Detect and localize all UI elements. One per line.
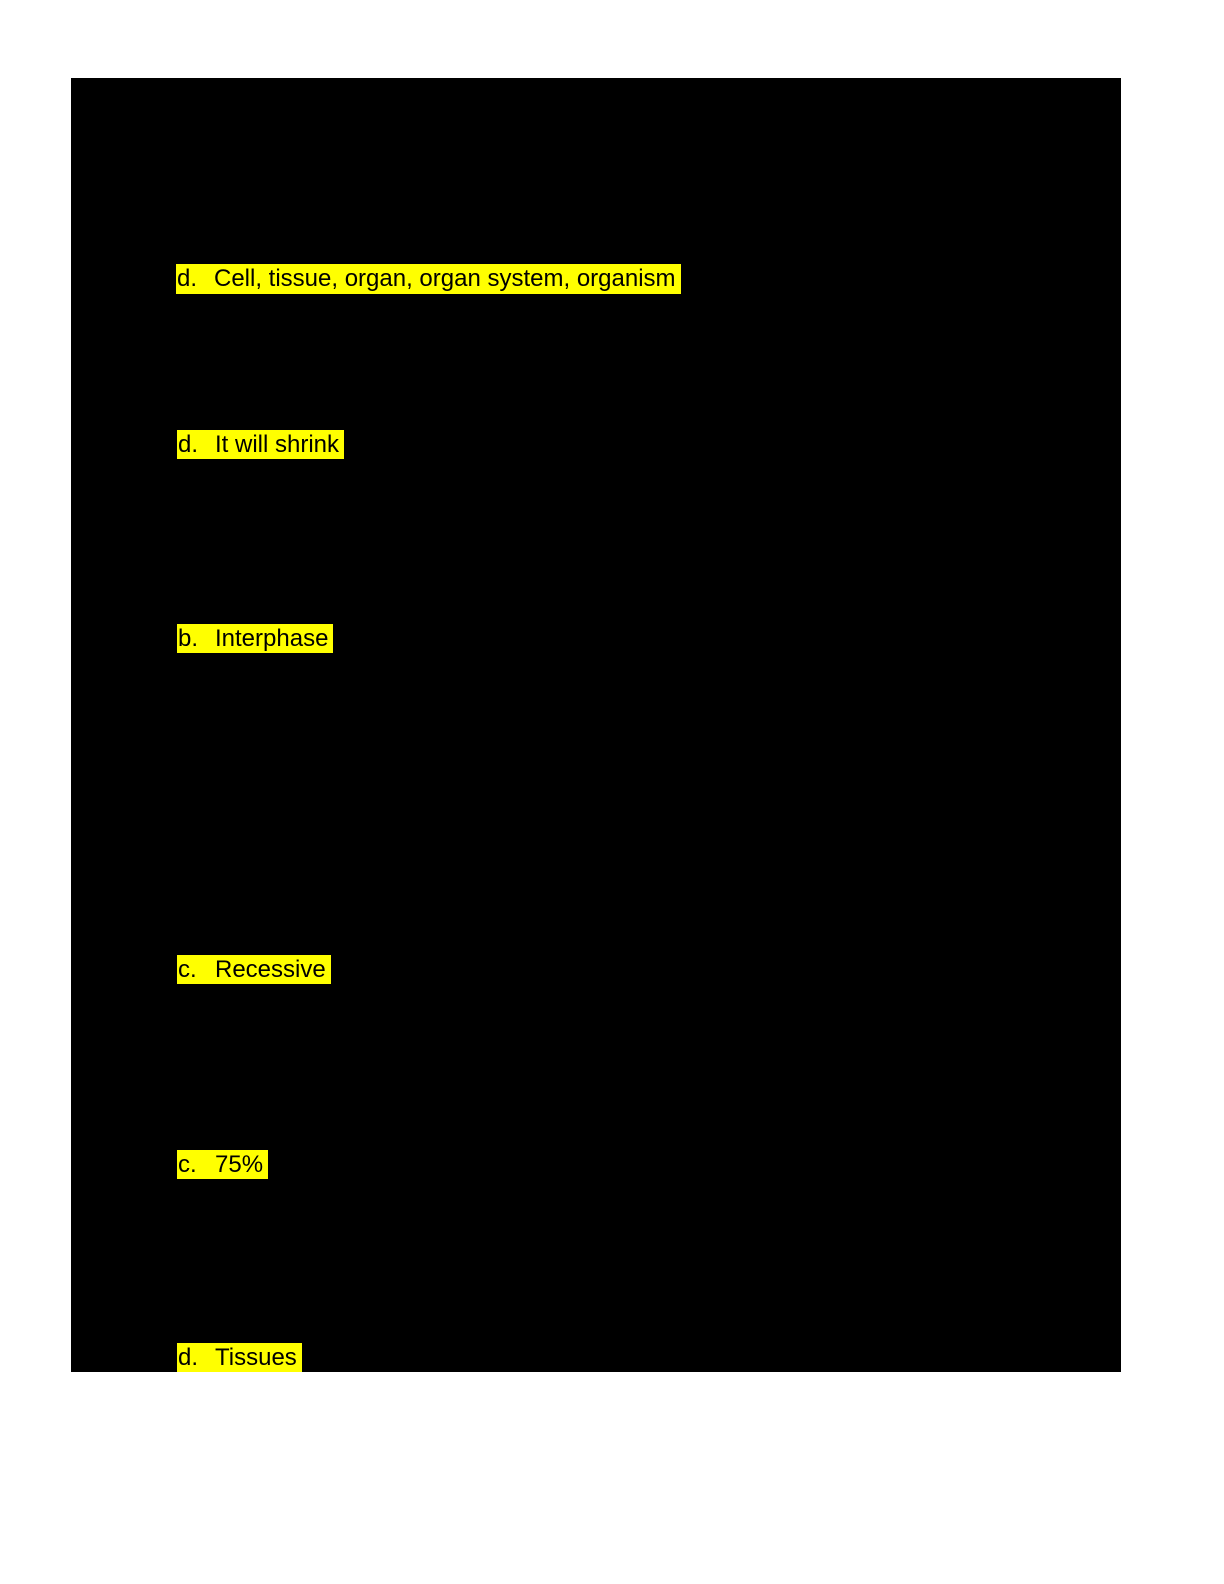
highlighted-answer-5: c. 75% bbox=[177, 1150, 269, 1179]
highlighted-answer-6: d. Tissues bbox=[177, 1343, 302, 1372]
answer-text: 75% bbox=[215, 1151, 264, 1178]
answer-text: It will shrink bbox=[215, 431, 340, 458]
answer-text: Recessive bbox=[215, 956, 326, 983]
answer-letter: d. bbox=[177, 265, 198, 292]
answer-text: Tissues bbox=[215, 1344, 297, 1371]
answer-letter: c. bbox=[178, 1151, 197, 1178]
answer-letter: d. bbox=[178, 431, 199, 458]
highlighted-answer-2: d. It will shrink bbox=[177, 430, 345, 459]
highlighted-answer-1: d. Cell, tissue, organ, organ system, org… bbox=[176, 264, 681, 294]
answer-text: Interphase bbox=[215, 625, 329, 652]
answer-text: Cell, tissue, organ, organ system, organ… bbox=[214, 265, 676, 292]
highlighted-answer-3: b. Interphase bbox=[177, 624, 334, 653]
answer-letter: d. bbox=[178, 1344, 199, 1371]
redacted-content-block: d. Cell, tissue, organ, organ system, org… bbox=[71, 78, 1121, 1372]
answer-letter: c. bbox=[178, 956, 197, 983]
answer-letter: b. bbox=[178, 625, 199, 652]
highlighted-answer-4: c. Recessive bbox=[177, 955, 331, 984]
